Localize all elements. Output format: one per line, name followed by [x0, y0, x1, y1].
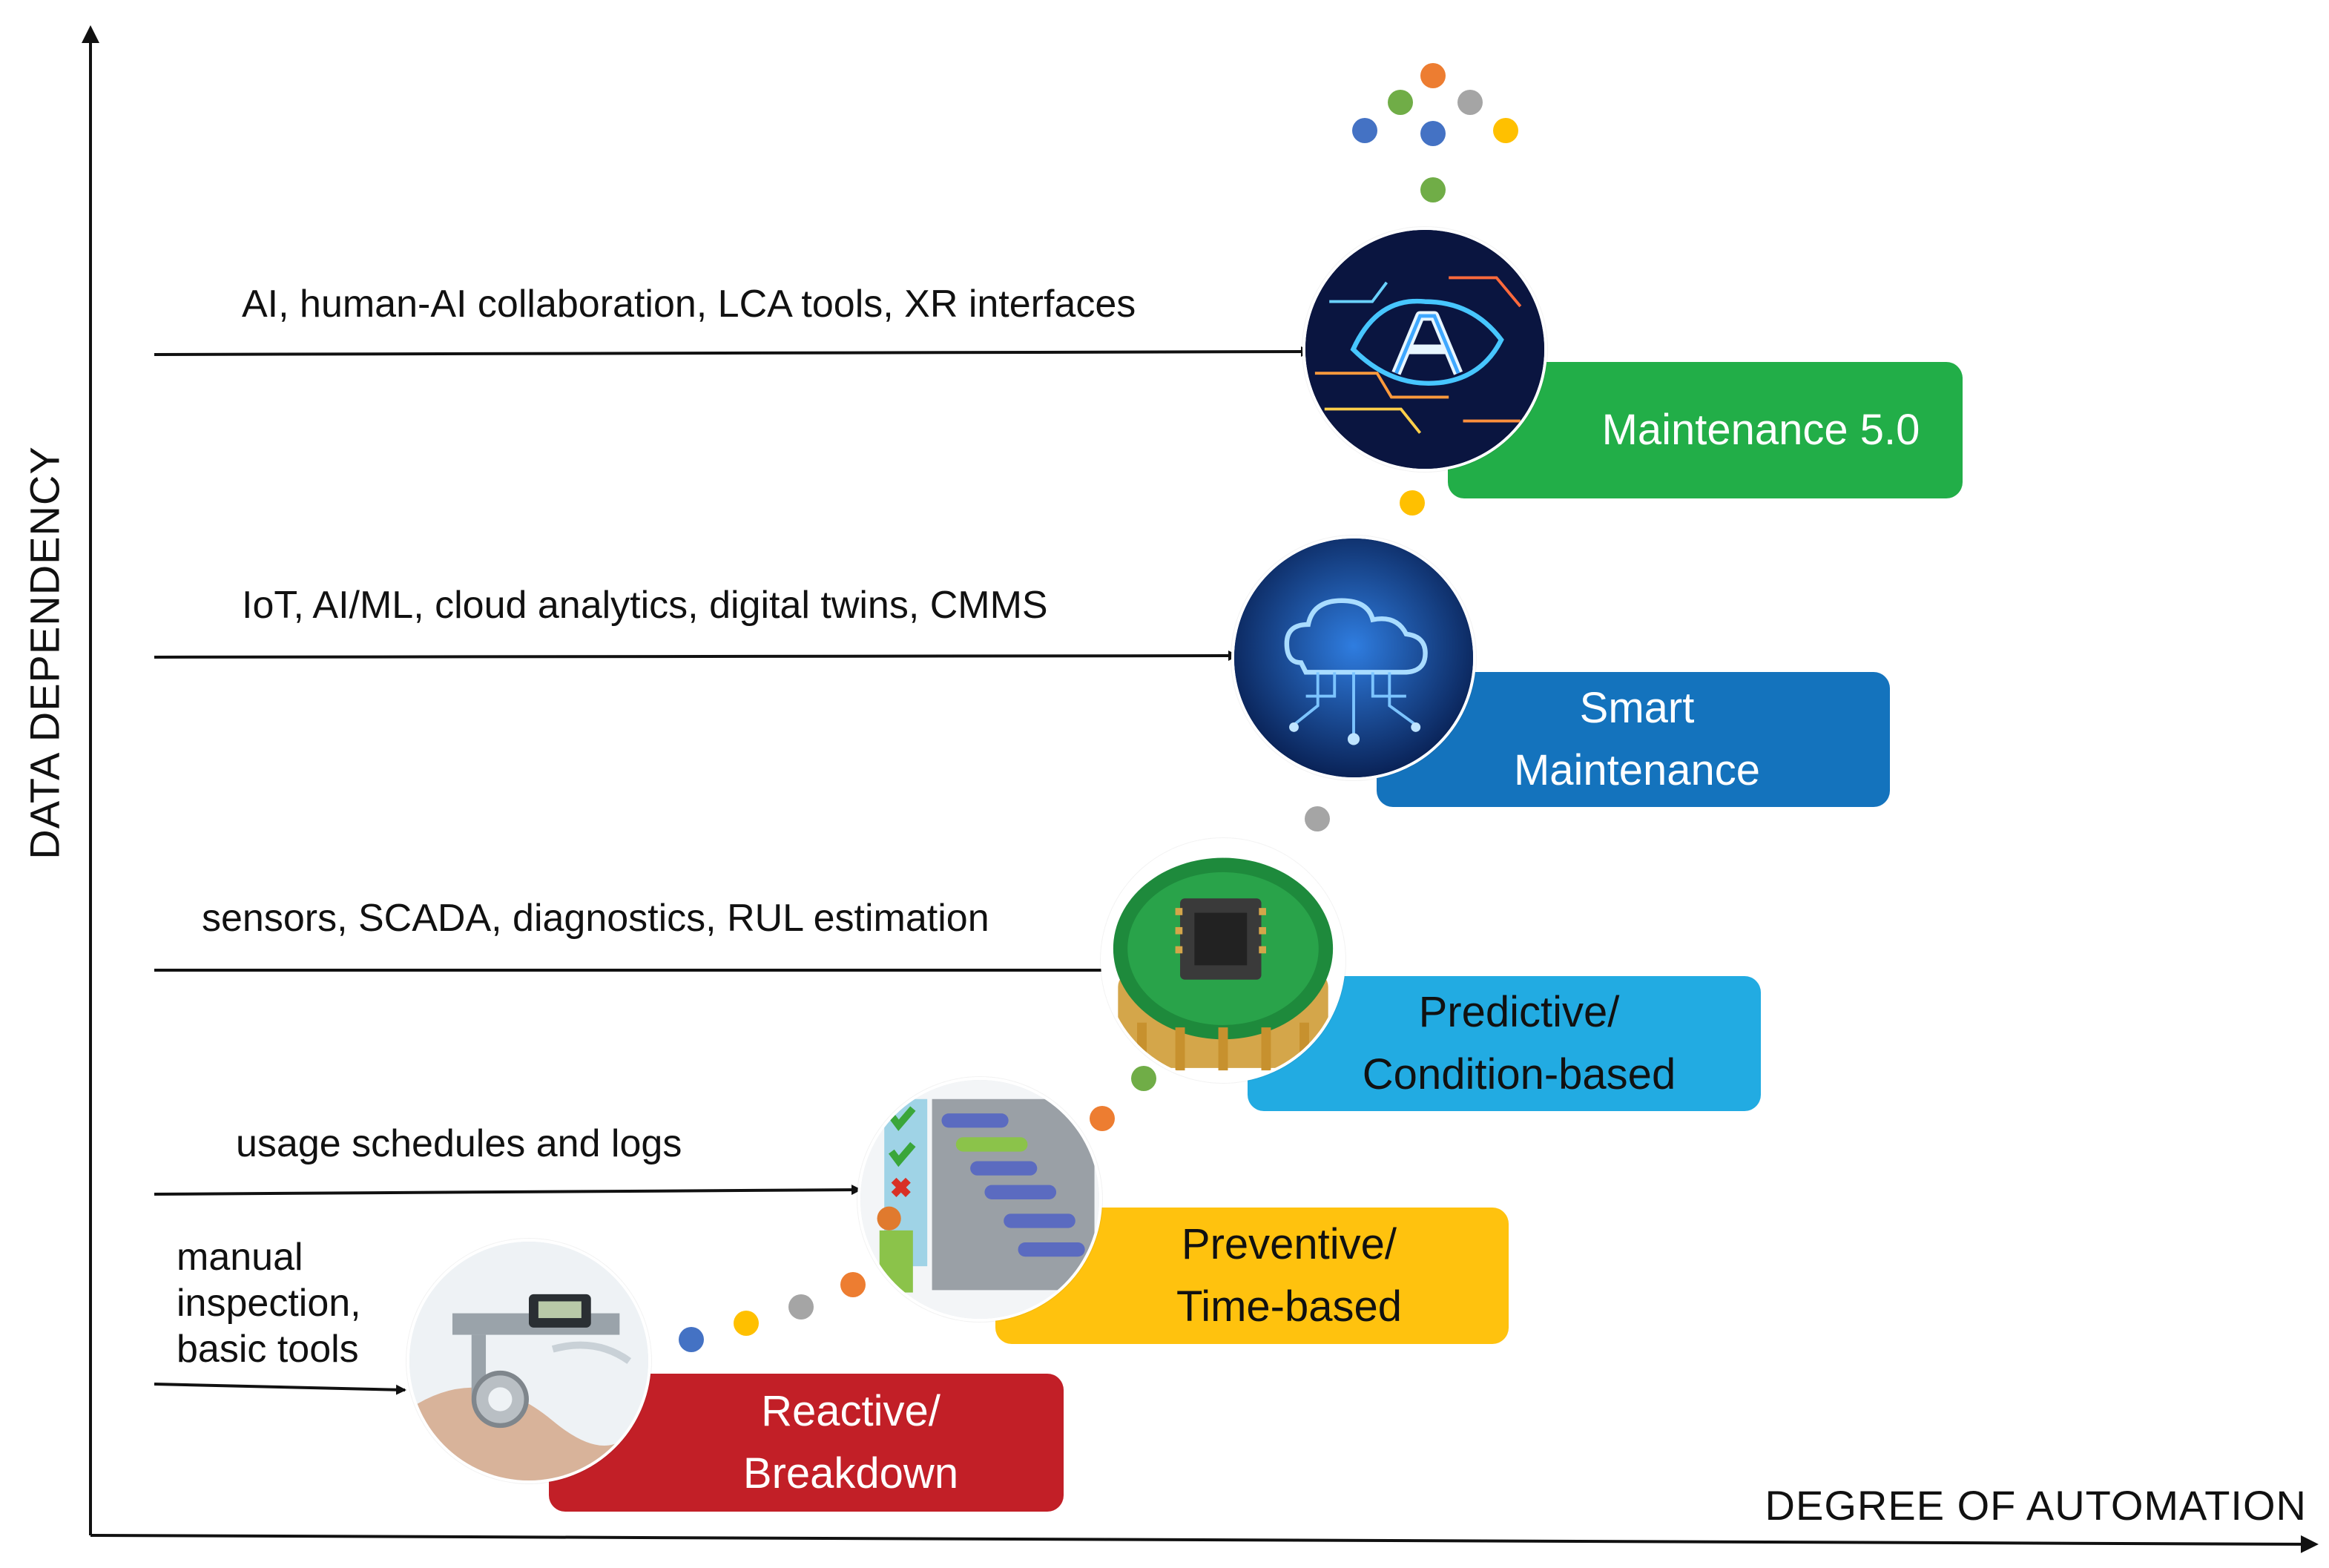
x-axis-title: DEGREE OF AUTOMATION — [1765, 1482, 2307, 1529]
connector-dot — [1457, 90, 1483, 115]
stage-label-reactive: Reactive/ Breakdown — [742, 1387, 959, 1498]
enabler-m50: AI, human-AI collaboration, LCA tools, X… — [242, 283, 1136, 326]
arrow-m50 — [154, 346, 1311, 358]
calipers-photo — [406, 1239, 651, 1483]
enabler-predictive: sensors, SCADA, diagnostics, RUL estimat… — [202, 897, 989, 940]
stage-label-smart: Smart Maintenance — [1513, 684, 1761, 794]
cloud-circuit-photo — [1231, 536, 1476, 780]
ai-brain-photo — [1302, 227, 1547, 472]
connector-dot — [1420, 177, 1446, 202]
stage-label-preventive: Preventive/ Time-based — [1176, 1220, 1403, 1331]
connector-dot — [788, 1294, 814, 1320]
connector-dot — [1420, 63, 1446, 88]
connector-dot — [1388, 90, 1413, 115]
stage-box-smart: Smart Maintenance — [1377, 672, 1890, 807]
sensor-chip-photo — [1101, 838, 1345, 1083]
connector-dot — [1493, 118, 1518, 143]
arrow-preventive — [154, 1185, 862, 1196]
enabler-preventive: usage schedules and logs — [236, 1122, 682, 1165]
stage-box-reactive: Reactive/ Breakdown — [549, 1374, 1064, 1512]
stage-label-m50: Maintenance 5.0 — [1601, 406, 1920, 454]
connector-dot — [679, 1327, 704, 1352]
enabler-smart: IoT, AI/ML, cloud analytics, digital twi… — [242, 584, 1048, 627]
connector-dot — [1131, 1066, 1156, 1091]
connector-dot — [840, 1272, 866, 1297]
schedule-chart-photo — [857, 1077, 1102, 1322]
stage-label-predictive: Predictive/ Condition-based — [1362, 988, 1676, 1098]
connector-dot — [1420, 121, 1446, 146]
connector-dot — [1305, 806, 1330, 831]
connector-dot — [1090, 1106, 1115, 1131]
x-axis-line — [90, 1534, 2319, 1553]
arrow-reactive — [154, 1383, 406, 1395]
connector-dot — [1352, 118, 1377, 143]
y-axis-title: DATA DEPENDENCY — [21, 446, 68, 860]
connector-dot — [734, 1311, 759, 1336]
connector-dot — [1400, 490, 1425, 515]
arrow-smart — [154, 650, 1239, 662]
enabler-reactive: manual inspection, basic tools — [177, 1236, 361, 1371]
